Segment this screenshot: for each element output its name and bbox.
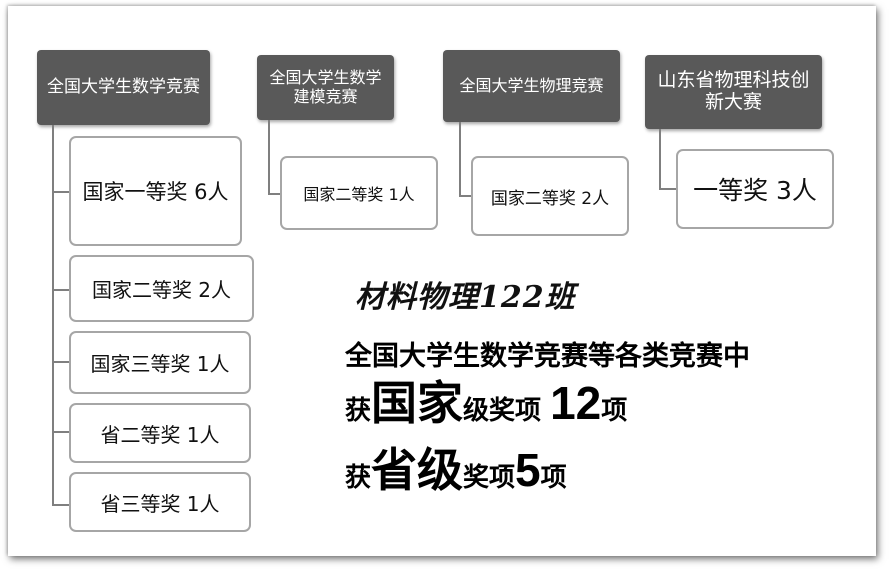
connector-line (52, 191, 70, 193)
award-box: 国家三等奖 1人 (69, 331, 251, 394)
award-box: 国家二等奖 2人 (69, 255, 254, 322)
class-name: 材料物理122班 (355, 280, 576, 315)
summary-emphasis: 省级 (371, 443, 464, 497)
connector-line (659, 188, 677, 190)
summary-prefix: 获 (345, 463, 372, 493)
connector-line (268, 120, 270, 195)
award-label: 一等奖 3人 (693, 176, 817, 205)
award-label: 国家三等奖 1人 (90, 352, 230, 376)
connector-line (52, 361, 70, 363)
summary-emphasis: 国家 (371, 376, 464, 430)
competition-title: 山东省物理科技创新大赛 (657, 69, 810, 113)
award-box: 国家二等奖 1人 (280, 156, 438, 230)
summary-prefix: 获 (345, 396, 372, 426)
award-label: 国家一等奖 6人 (82, 180, 229, 204)
summary-line-3: 获省级奖项5项 (345, 440, 567, 508)
connector-line (459, 122, 461, 197)
competition-title: 全国大学生数学建模竞赛 (269, 68, 382, 106)
competition-header-modeling: 全国大学生数学建模竞赛 (257, 55, 394, 120)
connector-line (268, 193, 282, 195)
summary-count: 5 (515, 444, 541, 496)
award-box: 省二等奖 1人 (69, 403, 251, 463)
award-box: 省三等奖 1人 (69, 472, 251, 532)
award-label: 国家二等奖 2人 (490, 188, 610, 209)
competition-header-physics: 全国大学生物理竞赛 (443, 50, 620, 122)
summary-suffix: 项 (540, 463, 567, 493)
award-box: 国家一等奖 6人 (69, 136, 242, 246)
award-label: 省二等奖 1人 (100, 422, 220, 447)
summary-line-2: 获国家级奖项 12项 (345, 373, 627, 441)
connector-line (459, 195, 473, 197)
competition-title: 全国大学生数学竞赛 (47, 76, 200, 97)
connector-line (52, 289, 70, 291)
connector-line (659, 129, 661, 189)
award-label: 省三等奖 1人 (100, 491, 220, 516)
connector-line (52, 125, 54, 505)
competition-header-innovation: 山东省物理科技创新大赛 (645, 55, 822, 129)
summary-line-1: 全国大学生数学竞赛等各类竞赛中 (345, 334, 750, 373)
connector-line (52, 504, 70, 506)
competition-title: 全国大学生物理竞赛 (459, 75, 604, 95)
award-box: 国家二等奖 2人 (471, 156, 629, 236)
summary-suffix: 项 (601, 396, 628, 426)
summary-count: 12 (550, 377, 602, 429)
summary-middle: 奖项 (463, 463, 516, 493)
award-box: 一等奖 3人 (676, 149, 834, 229)
award-label: 国家二等奖 1人 (303, 185, 415, 204)
award-label: 国家二等奖 2人 (91, 278, 232, 302)
summary-middle: 级奖项 (463, 396, 551, 426)
connector-line (52, 431, 70, 433)
summary-text: 全国大学生数学竞赛等各类竞赛中 (345, 341, 750, 372)
competition-header-math: 全国大学生数学竞赛 (37, 50, 210, 125)
